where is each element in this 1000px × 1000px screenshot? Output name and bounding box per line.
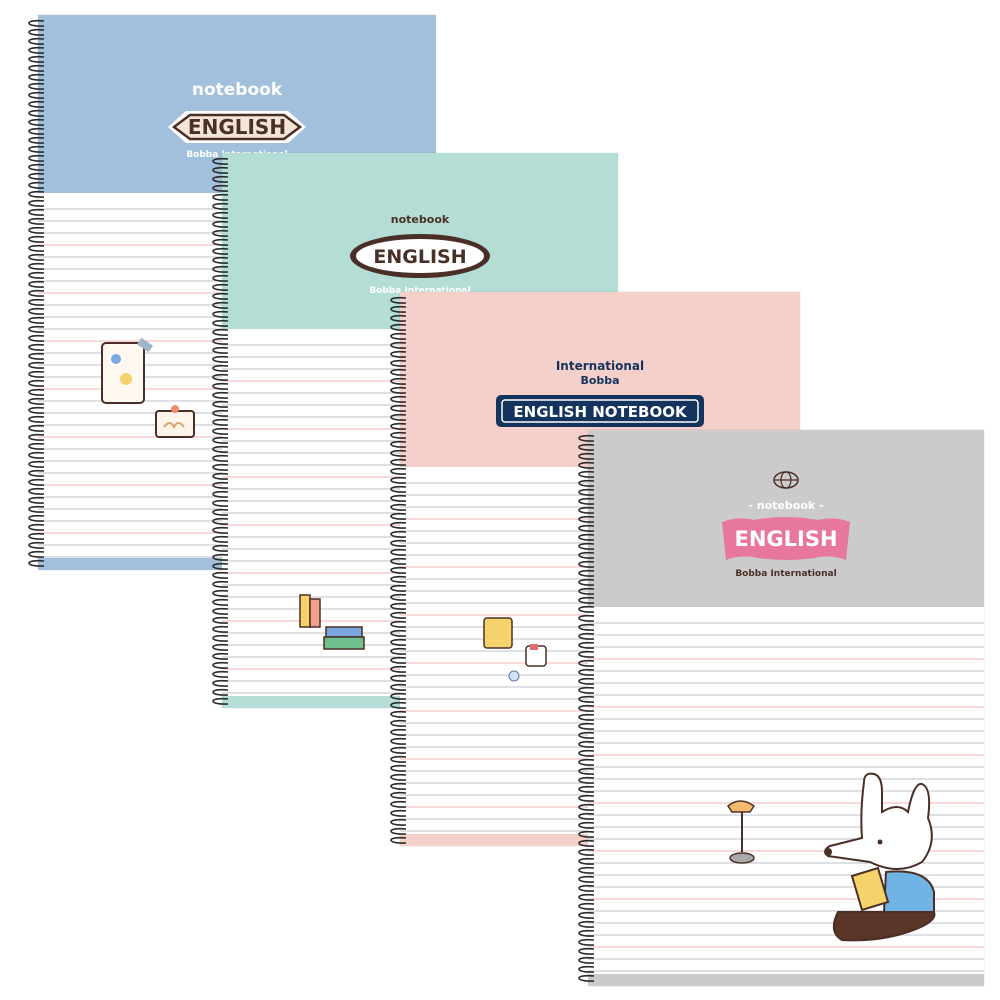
english-badge-text: ENGLISH (373, 246, 466, 268)
spiral-binding-gray (578, 434, 595, 982)
rabbit-reading-illustration (824, 772, 936, 942)
brand-label: Bobba International (735, 569, 836, 579)
notebook-label: notebook (192, 80, 283, 100)
bottom-strip (588, 974, 984, 986)
notebook-label: notebook (391, 213, 450, 226)
cover-title-graphic: - notebook - ENGLISH Bobba International (722, 471, 850, 579)
cover-title-graphic: notebook ENGLISH Bobba International (350, 213, 490, 296)
sticky-notes-icon (483, 617, 547, 682)
sticker-notes-icon (101, 337, 195, 438)
english-badge-text: ENGLISH (734, 527, 837, 551)
books-icon (299, 594, 365, 650)
brand-label: Bobba International (369, 286, 470, 296)
spiral-binding-blue (28, 19, 45, 567)
english-badge-text: ENGLISH (188, 115, 286, 139)
brand-label: Bobba (580, 374, 619, 387)
english-notebook-badge-text: ENGLISH NOTEBOOK (513, 403, 688, 421)
notebook-gray: - notebook - ENGLISH Bobba International (588, 430, 984, 986)
international-label: International (556, 359, 644, 373)
cover-title-graphic: International Bobba ENGLISH NOTEBOOK (496, 359, 704, 427)
spiral-binding-pink (390, 296, 407, 844)
spiral-binding-mint (212, 157, 229, 705)
desk-lamp-icon (727, 800, 756, 864)
globe-icon (773, 471, 799, 489)
notebook-label: - notebook - (748, 499, 823, 512)
